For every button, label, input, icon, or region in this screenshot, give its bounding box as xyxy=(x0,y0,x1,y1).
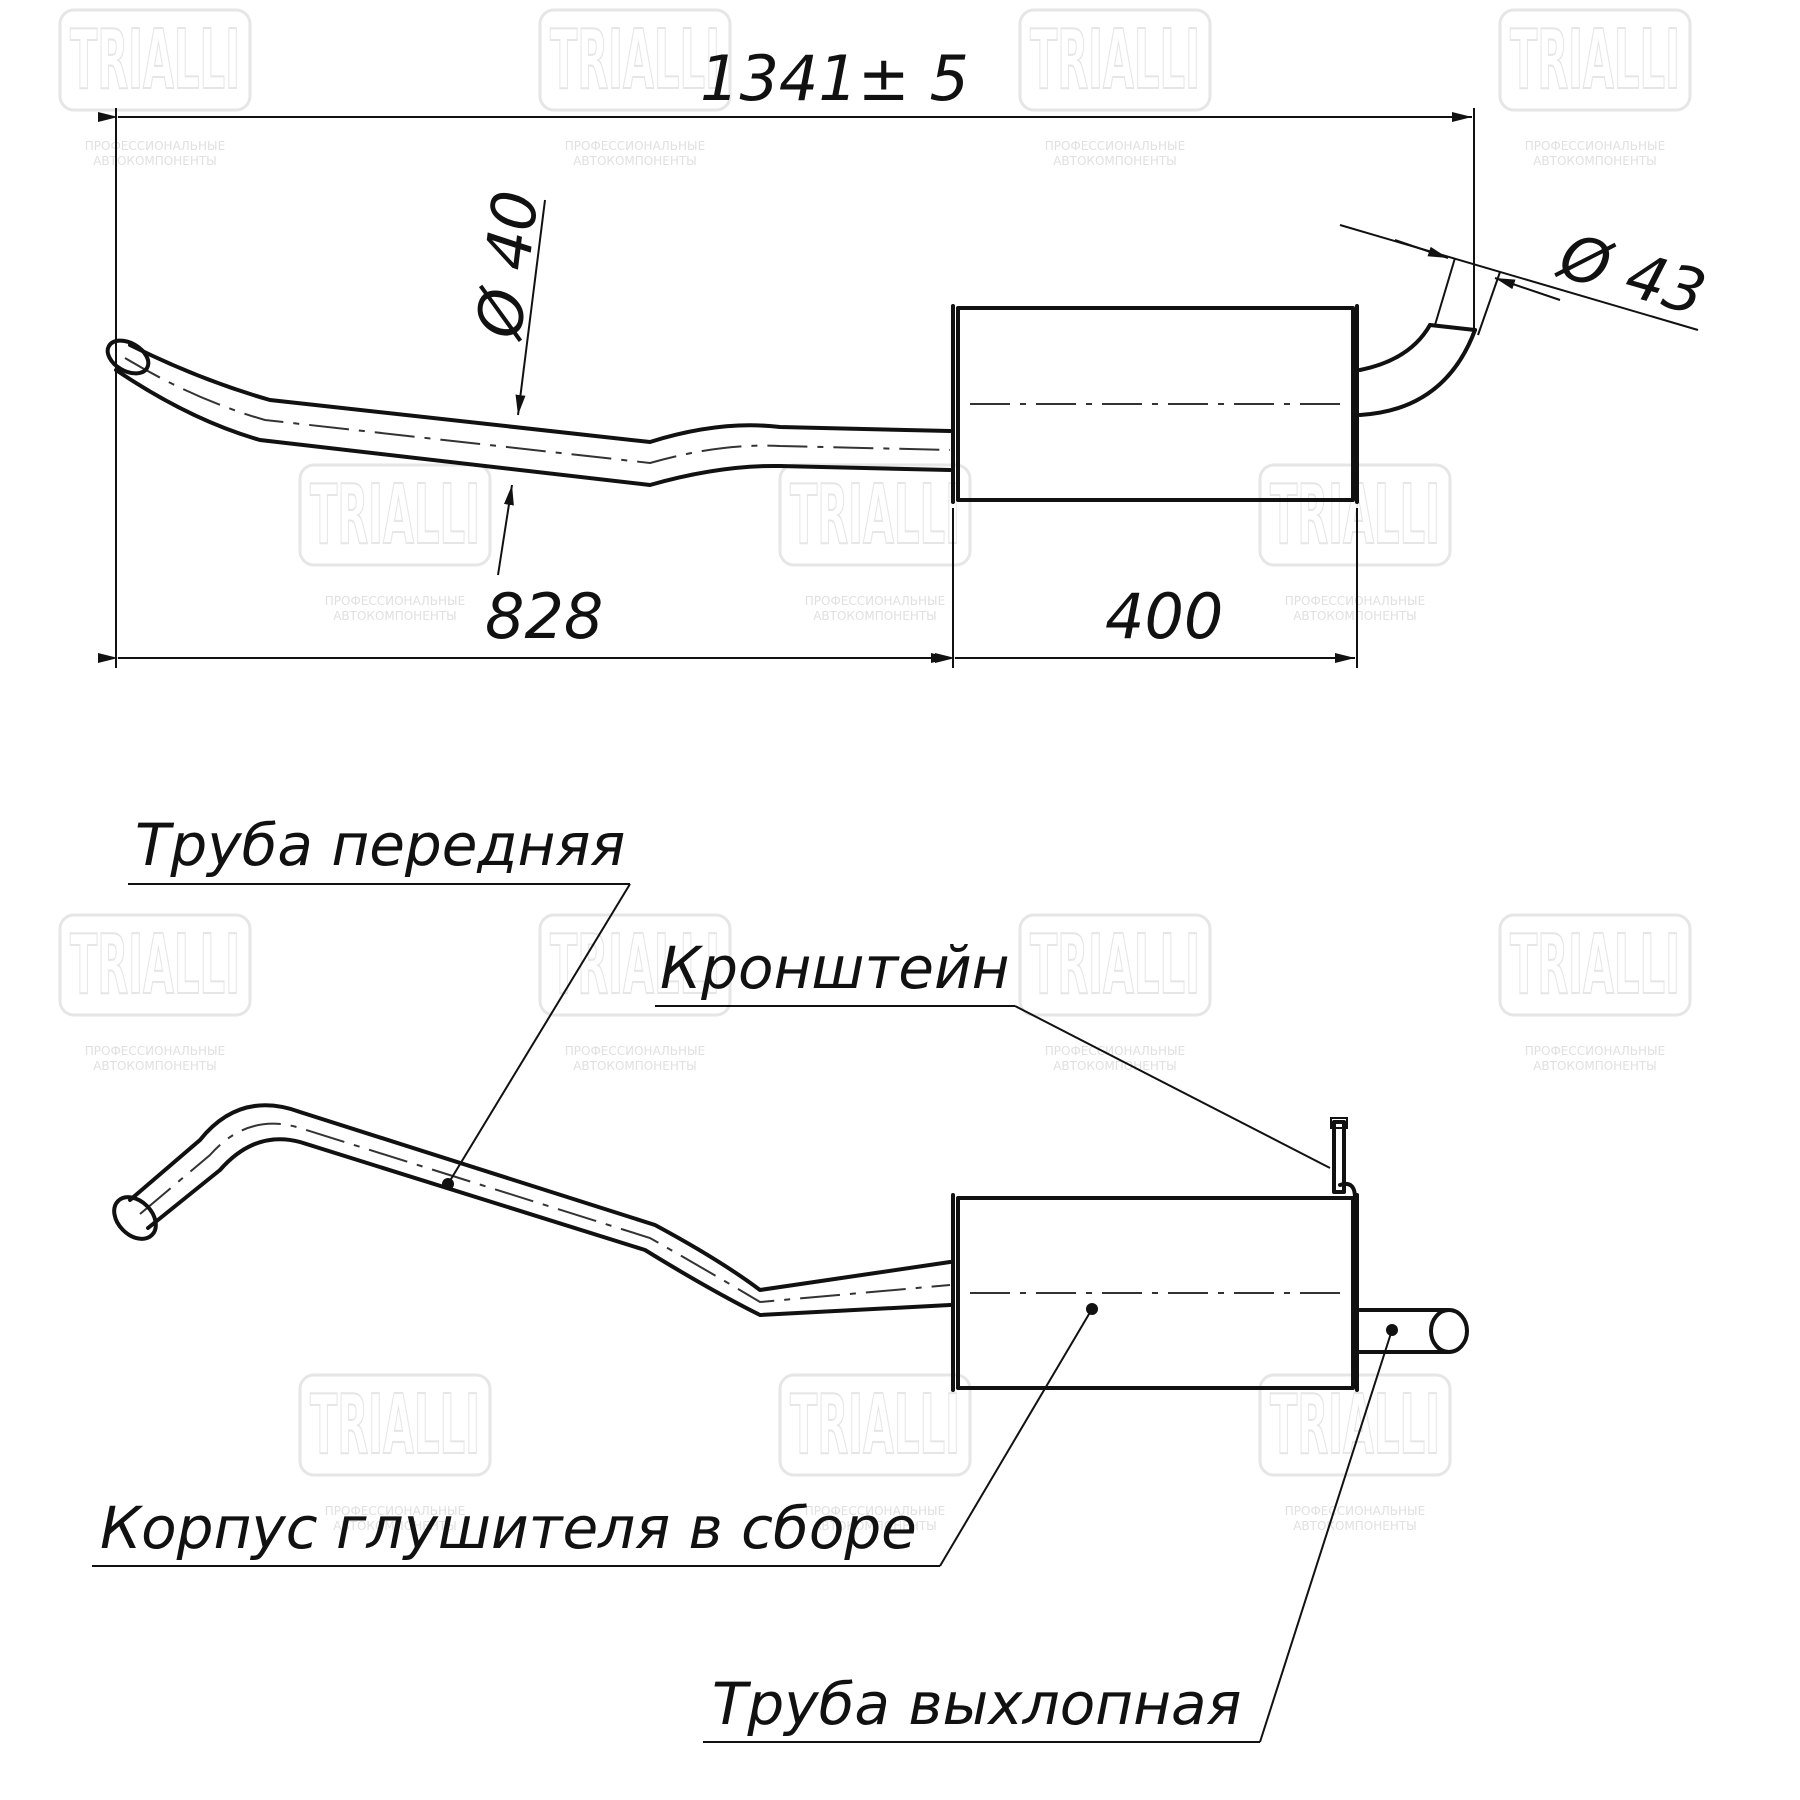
svg-text:TRIALLI: TRIALLI xyxy=(1270,1378,1440,1473)
top-tail-pipe xyxy=(1358,323,1477,417)
svg-text:TRIALLI: TRIALLI xyxy=(1030,13,1200,108)
label-bracket: Кронштейн xyxy=(660,934,1010,1002)
svg-text:АВТОКОМПОНЕНТЫ: АВТОКОМПОНЕНТЫ xyxy=(573,154,697,168)
svg-text:ПРОФЕССИОНАЛЬНЫЕ: ПРОФЕССИОНАЛЬНЫЕ xyxy=(565,1044,705,1058)
svg-text:ПРОФЕССИОНАЛЬНЫЕ: ПРОФЕССИОНАЛЬНЫЕ xyxy=(805,594,945,608)
svg-text:АВТОКОМПОНЕНТЫ: АВТОКОМПОНЕНТЫ xyxy=(1293,1519,1417,1533)
front-diameter-leader: Ø 40 xyxy=(462,187,553,576)
front-diameter-label: Ø 40 xyxy=(462,187,553,345)
iso-muffler xyxy=(951,1193,1359,1392)
svg-text:TRIALLI: TRIALLI xyxy=(790,468,960,563)
svg-text:АВТОКОМПОНЕНТЫ: АВТОКОМПОНЕНТЫ xyxy=(573,1059,697,1073)
svg-text:АВТОКОМПОНЕНТЫ: АВТОКОМПОНЕНТЫ xyxy=(1053,154,1177,168)
svg-text:TRIALLI: TRIALLI xyxy=(70,13,240,108)
leader-muffler xyxy=(939,1308,1093,1567)
svg-text:ПРОФЕССИОНАЛЬНЫЕ: ПРОФЕССИОНАЛЬНЫЕ xyxy=(1285,1504,1425,1518)
iso-bracket xyxy=(1330,1117,1357,1200)
svg-text:АВТОКОМПОНЕНТЫ: АВТОКОМПОНЕНТЫ xyxy=(1293,609,1417,623)
svg-text:ПРОФЕССИОНАЛЬНЫЕ: ПРОФЕССИОНАЛЬНЫЕ xyxy=(1525,1044,1665,1058)
svg-text:АВТОКОМПОНЕНТЫ: АВТОКОМПОНЕНТЫ xyxy=(813,609,937,623)
label-muffler-body: Корпус глушителя в сборе xyxy=(100,1494,917,1562)
svg-text:АВТОКОМПОНЕНТЫ: АВТОКОМПОНЕНТЫ xyxy=(333,609,457,623)
tail-diameter-leader: Ø 43 xyxy=(1339,218,1714,336)
svg-text:TRIALLI: TRIALLI xyxy=(310,468,480,563)
svg-text:TRIALLI: TRIALLI xyxy=(310,1378,480,1473)
svg-text:АВТОКОМПОНЕНТЫ: АВТОКОМПОНЕНТЫ xyxy=(1533,1059,1657,1073)
svg-text:TRIALLI: TRIALLI xyxy=(1510,13,1680,108)
svg-text:ПРОФЕССИОНАЛЬНЫЕ: ПРОФЕССИОНАЛЬНЫЕ xyxy=(1045,1044,1185,1058)
iso-front-pipe xyxy=(112,1103,952,1317)
leader-front-pipe xyxy=(447,883,631,1185)
overall-length-label: 1341± 5 xyxy=(700,42,969,115)
top-front-pipe xyxy=(105,338,952,487)
svg-text:АВТОКОМПОНЕНТЫ: АВТОКОМПОНЕНТЫ xyxy=(93,154,217,168)
svg-text:ПРОФЕССИОНАЛЬНЫЕ: ПРОФЕССИОНАЛЬНЫЕ xyxy=(565,139,705,153)
svg-text:ПРОФЕССИОНАЛЬНЫЕ: ПРОФЕССИОНАЛЬНЫЕ xyxy=(1285,594,1425,608)
iso-leaders xyxy=(92,883,1398,1743)
svg-text:TRIALLI: TRIALLI xyxy=(550,13,720,108)
svg-text:ПРОФЕССИОНАЛЬНЫЕ: ПРОФЕССИОНАЛЬНЫЕ xyxy=(85,139,225,153)
top-muffler xyxy=(951,304,1359,504)
svg-text:ПРОФЕССИОНАЛЬНЫЕ: ПРОФЕССИОНАЛЬНЫЕ xyxy=(325,594,465,608)
svg-text:АВТОКОМПОНЕНТЫ: АВТОКОМПОНЕНТЫ xyxy=(813,1519,937,1533)
svg-text:TRIALLI: TRIALLI xyxy=(550,918,720,1013)
label-front-pipe: Труба передняя xyxy=(135,811,625,879)
svg-text:ПРОФЕССИОНАЛЬНЫЕ: ПРОФЕССИОНАЛЬНЫЕ xyxy=(1525,139,1665,153)
muffler-length-label: 400 xyxy=(1105,580,1223,653)
svg-text:АВТОКОМПОНЕНТЫ: АВТОКОМПОНЕНТЫ xyxy=(333,1519,457,1533)
top-view: 1341± 5 828 400 Ø 40 xyxy=(98,42,1714,668)
svg-text:ПРОФЕССИОНАЛЬНЫЕ: ПРОФЕССИОНАЛЬНЫЕ xyxy=(1045,139,1185,153)
leader-bracket xyxy=(1014,1005,1331,1169)
svg-text:ПРОФЕССИОНАЛЬНЫЕ: ПРОФЕССИОНАЛЬНЫЕ xyxy=(85,1044,225,1058)
svg-text:TRIALLI: TRIALLI xyxy=(1510,918,1680,1013)
svg-text:ПРОФЕССИОНАЛЬНЫЕ: ПРОФЕССИОНАЛЬНЫЕ xyxy=(805,1504,945,1518)
tail-diameter-label: Ø 43 xyxy=(1549,218,1714,330)
label-exhaust-pipe: Труба выхлопная xyxy=(712,1670,1241,1738)
svg-text:АВТОКОМПОНЕНТЫ: АВТОКОМПОНЕНТЫ xyxy=(93,1059,217,1073)
iso-exhaust-pipe xyxy=(1358,1308,1469,1354)
svg-text:АВТОКОМПОНЕНТЫ: АВТОКОМПОНЕНТЫ xyxy=(1533,154,1657,168)
svg-text:TRIALLI: TRIALLI xyxy=(790,1378,960,1473)
pipe-length-label: 828 xyxy=(485,580,603,653)
iso-view: Труба передняя Кронштейн Корпус глушител… xyxy=(92,811,1469,1743)
watermark-group: TRIALLIПРОФЕССИОНАЛЬНЫЕАВТОКОМПОНЕНТЫTRI… xyxy=(58,8,1692,1533)
svg-text:ПРОФЕССИОНАЛЬНЫЕ: ПРОФЕССИОНАЛЬНЫЕ xyxy=(325,1504,465,1518)
svg-text:TRIALLI: TRIALLI xyxy=(70,918,240,1013)
svg-text:TRIALLI: TRIALLI xyxy=(1030,918,1200,1013)
svg-text:АВТОКОМПОНЕНТЫ: АВТОКОМПОНЕНТЫ xyxy=(1053,1059,1177,1073)
leader-exhaust xyxy=(1259,1329,1393,1743)
